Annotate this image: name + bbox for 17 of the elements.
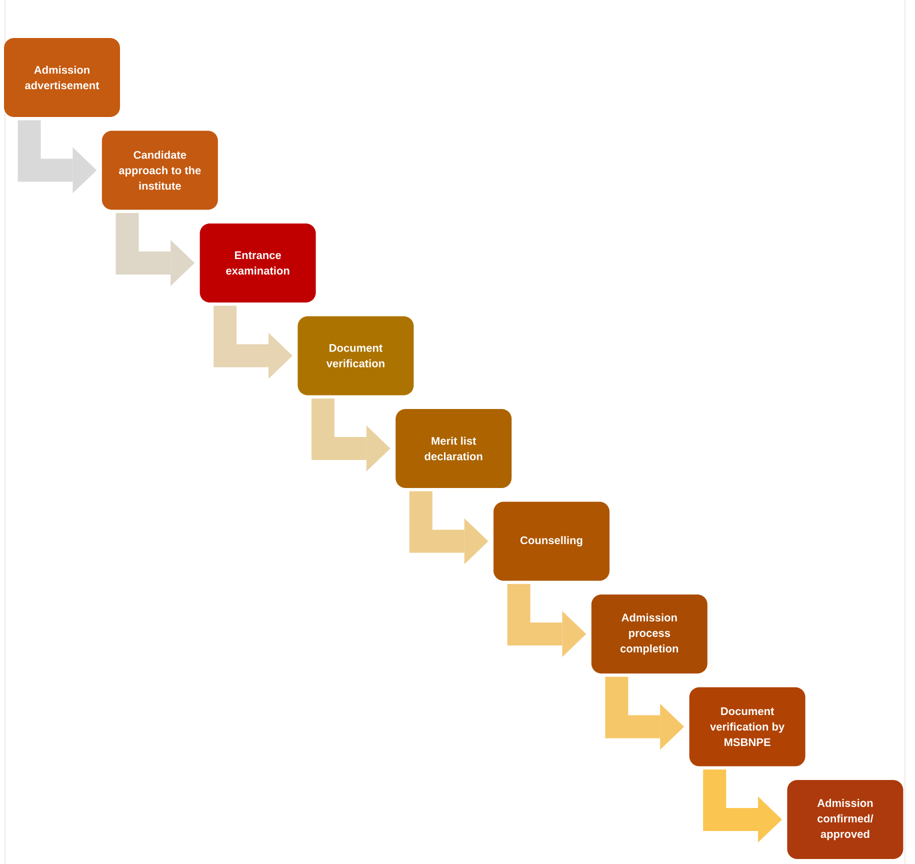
bent-arrow bbox=[312, 398, 390, 472]
step-box: Candidate approach to the institute bbox=[102, 130, 218, 210]
step-box: Admission confirmed/ approved bbox=[787, 780, 904, 859]
step-box: Admission advertisement bbox=[4, 38, 120, 117]
bent-arrow bbox=[116, 212, 195, 286]
step-box: Document verification bbox=[298, 316, 414, 396]
step-box: Document verification by MSBNPE bbox=[689, 687, 806, 766]
bent-arrow bbox=[605, 676, 684, 750]
bent-arrow bbox=[214, 306, 292, 379]
bent-arrow bbox=[409, 491, 488, 564]
bent-arrow bbox=[507, 584, 586, 657]
step-box: Entrance examination bbox=[200, 224, 316, 302]
step-box: Admission process completion bbox=[591, 594, 708, 674]
bent-arrow bbox=[703, 769, 782, 842]
step-box: Counselling bbox=[494, 502, 610, 581]
step-box: Merit list declaration bbox=[396, 409, 512, 488]
bent-arrow bbox=[18, 120, 97, 194]
